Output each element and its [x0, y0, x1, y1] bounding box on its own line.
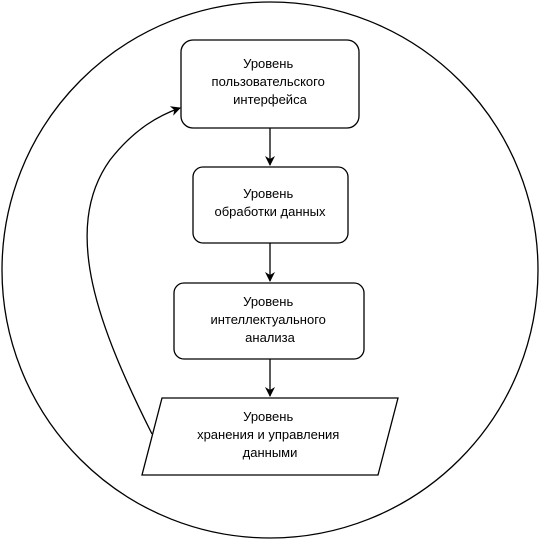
svg-text:Уровень пользовательског: Уровень пользовательского интерфейса — [212, 56, 329, 107]
node-storage-line-2: хранения и управления — [197, 427, 339, 442]
svg-text:Уровень хранения и управ: Уровень хранения и управления данными — [197, 409, 343, 460]
node-processing-level: Уровень обработки данных — [192, 166, 349, 244]
node-ui-line-3: интерфейса — [233, 92, 307, 107]
node-analysis-line-1: Уровень — [243, 294, 293, 309]
arrow-storage-feedback-to-ui — [86, 106, 181, 435]
node-ui-line-2: пользовательского — [212, 74, 325, 89]
node-analysis-box — [173, 282, 365, 360]
svg-text:Уровень интеллектуальног: Уровень интеллектуального анализа — [210, 294, 329, 345]
node-storage-line-1: Уровень — [243, 409, 293, 424]
node-ui-level: Уровень пользовательского интерфейса — [180, 39, 360, 129]
node-ui-line-1: Уровень — [243, 56, 293, 71]
node-storage-line-3: данными — [243, 445, 298, 460]
node-analysis-line-3: анализа — [245, 330, 295, 345]
node-processing-line-2: обработки данных — [214, 204, 326, 219]
node-analysis-line-2: интеллектуального — [210, 312, 325, 327]
node-storage-parallelogram — [141, 397, 399, 476]
svg-text:Уровень обработки данных: Уровень обработки данных — [214, 186, 326, 219]
node-storage-level: Уровень хранения и управления данными — [141, 397, 399, 476]
node-analysis-level: Уровень интеллектуального анализа — [173, 282, 365, 360]
node-processing-line-1: Уровень — [243, 186, 293, 201]
